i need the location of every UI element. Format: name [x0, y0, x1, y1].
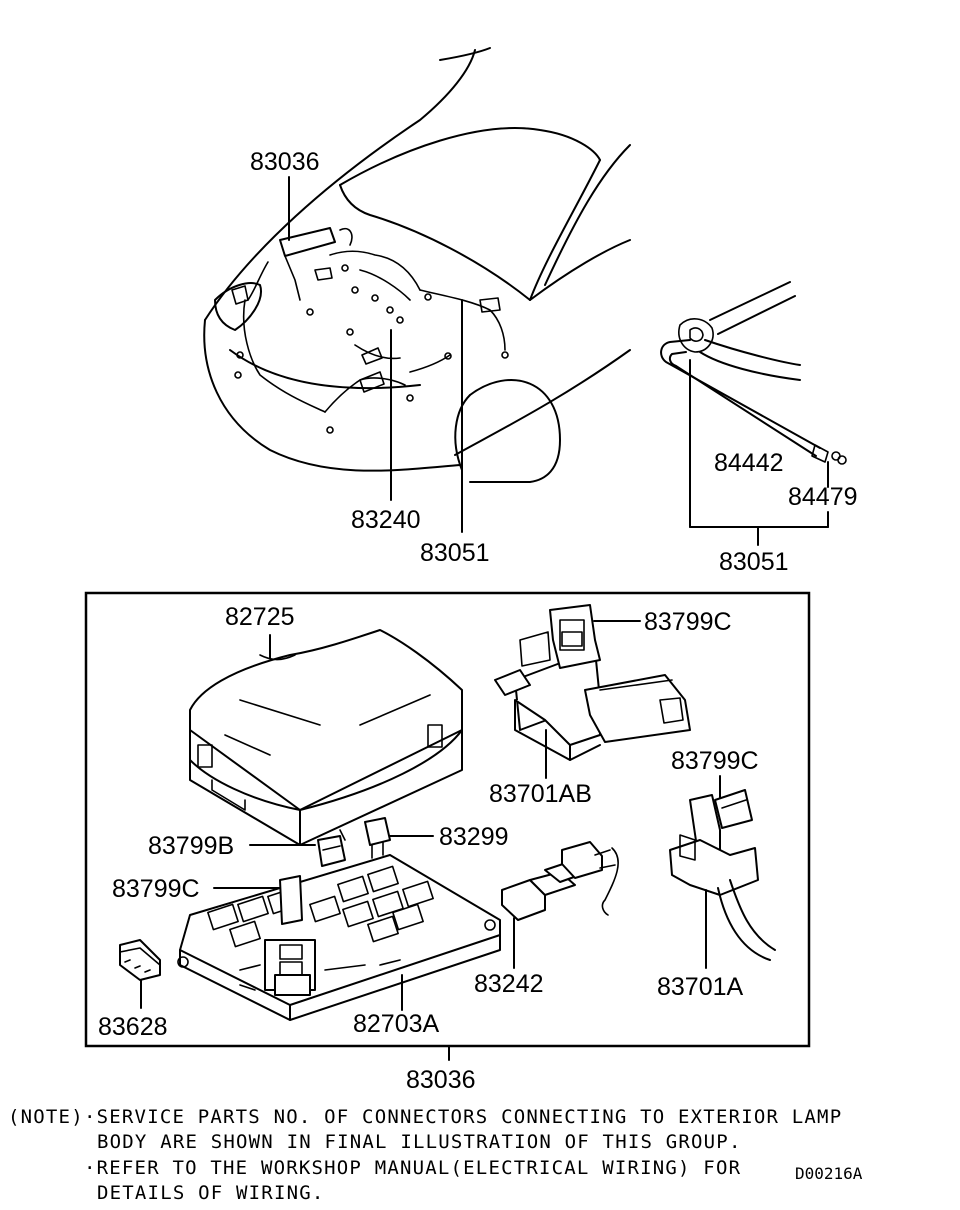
connector-83242	[501, 841, 619, 921]
part-label-83799b: 83799B	[148, 832, 234, 860]
part-label-83051-mid: 83051	[420, 539, 490, 567]
part-label-83036-bottom: 83036	[406, 1066, 476, 1094]
cable-illustration	[660, 281, 847, 465]
part-label-83628: 83628	[98, 1013, 168, 1041]
relay-assembly-83701ab	[494, 604, 691, 761]
part-label-83242: 83242	[474, 970, 544, 998]
part-label-83299: 83299	[439, 823, 509, 851]
car-front-illustration	[203, 47, 631, 483]
relay-assembly-83701a	[669, 789, 776, 961]
drawing-code: D00216A	[795, 1164, 863, 1183]
relay-box-base	[177, 817, 501, 1021]
part-label-83799c-a: 83799C	[644, 608, 732, 636]
relay-box-cover	[189, 629, 463, 846]
part-label-83701a: 83701A	[657, 973, 744, 1001]
part-label-82725: 82725	[225, 603, 295, 631]
note-prefix: (NOTE)	[8, 1106, 84, 1128]
parts-box-frame	[84, 591, 811, 1048]
part-label-83036-top: 83036	[250, 148, 320, 176]
part-label-83051-right: 83051	[719, 548, 789, 576]
part-label-83240: 83240	[351, 506, 421, 534]
part-label-84479: 84479	[788, 483, 858, 511]
part-label-84442: 84442	[714, 449, 784, 477]
note-line-2: BODY ARE SHOWN IN FINAL ILLUSTRATION OF …	[97, 1131, 742, 1153]
part-label-83701ab: 83701AB	[489, 780, 592, 808]
part-label-82703a: 82703A	[353, 1010, 440, 1038]
note-line-4: DETAILS OF WIRING.	[97, 1182, 325, 1204]
note-line-1: ·SERVICE PARTS NO. OF CONNECTORS CONNECT…	[84, 1106, 843, 1128]
note-line-3: ·REFER TO THE WORKSHOP MANUAL(ELECTRICAL…	[84, 1157, 742, 1179]
part-label-83799c-b: 83799C	[671, 747, 759, 775]
connector-83628	[119, 939, 161, 981]
part-label-83799c-c: 83799C	[112, 875, 200, 903]
